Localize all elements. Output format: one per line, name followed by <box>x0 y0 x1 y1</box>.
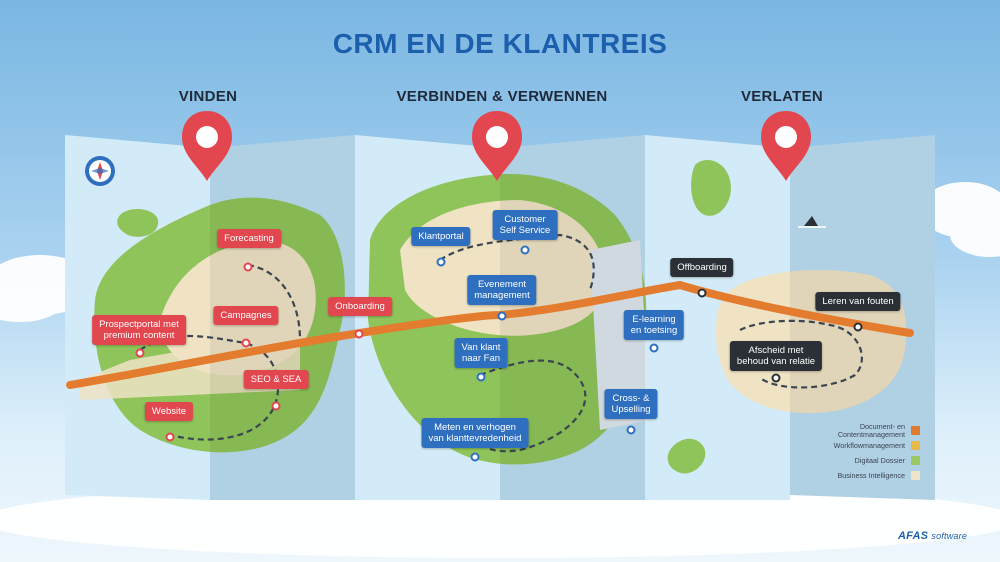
legend-item-label: Workflowmanagement <box>833 440 905 450</box>
marker-klantportal-label: Klantportal <box>418 231 464 242</box>
marker-offboarding-label: Offboarding <box>677 262 727 273</box>
legend-item-line2: Contentmanagement <box>837 429 905 439</box>
marker-onboarding: Onboarding <box>328 297 392 316</box>
section-verbinden: VERBINDEN & VERWENNEN <box>396 88 608 105</box>
marker-cross-line1: Cross- & <box>612 393 650 404</box>
marker-campagnes-label: Campagnes <box>220 310 272 321</box>
location-pin-icon <box>761 111 811 181</box>
location-pin-icon <box>472 111 522 181</box>
legend-item: Workflowmanagement <box>800 438 920 453</box>
marker-meten-line2: van klanttevredenheid <box>428 433 522 444</box>
marker-afscheid: Afscheid met behoud van relatie <box>729 341 823 371</box>
marker-prospectportal-line1: Prospectportal met <box>99 319 179 330</box>
marker-website: Website <box>144 402 194 421</box>
marker-onboarding-label: Onboarding <box>335 301 385 312</box>
legend-item-label: Business Intelligence <box>837 470 905 480</box>
marker-klantportal: Klantportal <box>411 227 471 246</box>
marker-afscheid-line1: Afscheid met <box>748 345 804 356</box>
marker-campagnes: Campagnes <box>213 306 279 325</box>
marker-evenement-line1: Evenement <box>477 279 527 290</box>
marker-evenement-line2: management <box>474 290 530 301</box>
brand-name: AFAS <box>898 530 929 542</box>
marker-prospectportal-line2: premium content <box>103 330 175 341</box>
legend-swatch <box>911 441 920 450</box>
legend-item: Business Intelligence <box>800 468 920 483</box>
marker-fan-line2: naar Fan <box>461 353 501 364</box>
marker-forecasting: Forecasting <box>217 229 281 248</box>
marker-self-service-line1: Customer <box>504 214 546 225</box>
marker-elearning: E-learning en toetsing <box>623 310 685 340</box>
marker-afscheid-line2: behoud van relatie <box>736 356 816 367</box>
legend-swatch <box>911 456 920 465</box>
legend-swatch <box>911 426 920 435</box>
marker-leren: Leren van fouten <box>815 292 901 311</box>
marker-elearning-line1: E-learning <box>632 314 676 325</box>
section-verlaten: VERLATEN <box>740 88 824 105</box>
section-vinden: VINDEN <box>178 88 238 105</box>
marker-dots <box>135 245 863 462</box>
location-pin-icon <box>182 111 232 181</box>
dashed-routes <box>139 233 863 453</box>
legend-item: Document- en Contentmanagement <box>800 423 920 438</box>
legend: Document- en Contentmanagement Workflowm… <box>800 423 920 483</box>
marker-seo-sea: SEO & SEA <box>243 370 309 389</box>
marker-seo-sea-label: SEO & SEA <box>250 374 302 385</box>
marker-meten: Meten en verhogen van klanttevredenheid <box>421 418 529 448</box>
marker-cross-line2: Upselling <box>611 404 651 415</box>
legend-swatch <box>911 471 920 480</box>
marker-meten-line1: Meten en verhogen <box>434 422 516 433</box>
legend-item-line1: Document- en <box>859 422 905 431</box>
shark-fin-icon <box>798 216 826 228</box>
marker-prospectportal: Prospectportal met premium content <box>92 315 186 345</box>
marker-offboarding: Offboarding <box>670 258 734 277</box>
legend-item: Digitaal Dossier <box>800 453 920 468</box>
page-title: CRM EN DE KLANTREIS <box>332 28 668 59</box>
compass-icon <box>85 156 115 186</box>
marker-cross-upselling: Cross- & Upselling <box>604 389 658 419</box>
marker-evenement: Evenement management <box>467 275 537 305</box>
legend-item-label: Digitaal Dossier <box>854 455 905 465</box>
marker-self-service: Customer Self Service <box>492 210 558 240</box>
marker-self-service-line2: Self Service <box>499 225 551 236</box>
brand-logo: AFAS software <box>898 530 967 542</box>
marker-fan-line1: Van klant <box>461 342 501 353</box>
marker-website-label: Website <box>151 406 187 417</box>
marker-forecasting-label: Forecasting <box>224 233 274 244</box>
clouds <box>0 182 1000 558</box>
marker-leren-label: Leren van fouten <box>822 296 894 307</box>
brand-suffix: software <box>931 531 968 541</box>
marker-elearning-line2: en toetsing <box>630 325 678 336</box>
marker-fan: Van klant naar Fan <box>454 338 508 368</box>
